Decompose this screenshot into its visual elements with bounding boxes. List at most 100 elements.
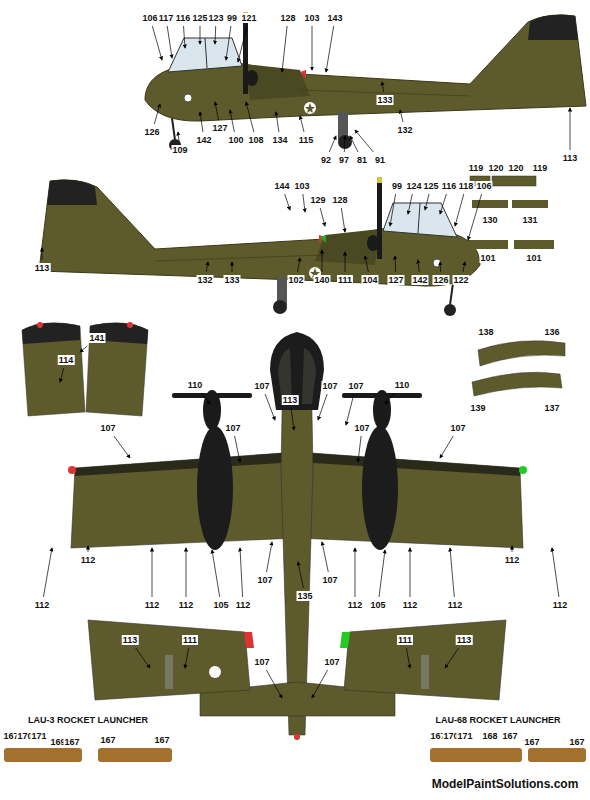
leader-line — [266, 670, 282, 698]
callout-number: 123 — [207, 13, 224, 23]
leader-line — [212, 550, 220, 597]
callout-number: 107 — [347, 381, 364, 391]
callout-number: 107 — [323, 657, 340, 667]
callout-number: 133 — [223, 275, 240, 285]
leader-line — [341, 208, 345, 232]
leader-line — [226, 26, 231, 60]
callout-number: 107 — [256, 575, 273, 585]
callout-number: 125 — [422, 181, 439, 191]
callout-number: 110 — [394, 380, 411, 390]
callout-number: 124 — [405, 181, 422, 191]
leader-line — [320, 208, 325, 226]
leader-line — [285, 194, 290, 210]
callout-number: 121 — [240, 13, 257, 23]
leader-line — [238, 26, 247, 62]
callout-number: 106 — [141, 13, 158, 23]
leader-line — [178, 132, 179, 142]
callout-number: 167 — [153, 735, 170, 745]
callout-number: 111 — [182, 635, 198, 645]
callout-number: 103 — [303, 13, 320, 23]
callout-number: 101 — [479, 253, 496, 263]
callout-number: 112 — [552, 600, 569, 610]
leader-line — [246, 102, 254, 132]
leader-line — [42, 248, 43, 260]
leader-line — [80, 346, 87, 352]
leader-line — [440, 436, 453, 458]
callout-number: 107 — [449, 423, 466, 433]
leader-line — [154, 104, 160, 124]
leader-line — [184, 26, 186, 48]
callout-number: 130 — [481, 215, 498, 225]
leader-line — [267, 542, 273, 572]
callout-number: 112 — [80, 555, 97, 565]
leader-line — [265, 394, 275, 420]
leader-line — [346, 394, 354, 425]
callout-number: 141 — [88, 333, 105, 343]
leader-line — [468, 194, 482, 240]
callout-number: 129 — [309, 195, 326, 205]
leader-line — [455, 194, 464, 226]
callout-number: 168 — [481, 731, 498, 741]
callout-number: 112 — [347, 600, 364, 610]
callout-number: 112 — [447, 600, 464, 610]
callout-number: 134 — [271, 135, 288, 145]
leader-line — [232, 262, 233, 272]
leader-line — [355, 130, 373, 152]
leader-line — [400, 110, 403, 122]
leader-line — [408, 194, 412, 214]
leader-line — [326, 26, 334, 72]
callout-number: 117 — [158, 13, 175, 23]
leader-line — [570, 108, 571, 150]
watermark: ModelPaintSolutions.com — [431, 779, 580, 789]
leader-line — [114, 436, 130, 458]
leader-line — [206, 262, 208, 272]
callout-number: 112 — [34, 600, 51, 610]
callout-number: 132 — [196, 275, 213, 285]
leader-line — [200, 26, 201, 44]
callout-number: 100 — [227, 135, 244, 145]
callout-number: 112 — [504, 555, 521, 565]
leader-line — [355, 548, 356, 597]
callout-number: 107 — [353, 423, 370, 433]
callout-number: 110 — [187, 380, 204, 390]
leader-line — [445, 648, 459, 668]
callout-number: 116 — [175, 13, 192, 23]
leader-line — [312, 670, 328, 698]
leader-line — [167, 26, 172, 58]
callout-number: 127 — [211, 123, 228, 133]
callout-number: 112 — [144, 600, 161, 610]
callout-number: 107 — [321, 575, 338, 585]
callout-number: 113 — [282, 395, 299, 405]
callout-number: 128 — [279, 13, 296, 23]
callout-number: 105 — [369, 600, 386, 610]
leader-line — [410, 548, 411, 597]
leader-line — [440, 194, 446, 214]
callout-number: 109 — [171, 145, 188, 155]
callout-number: 125 — [191, 13, 208, 23]
callout-number: 113 — [34, 263, 51, 273]
callout-number: 115 — [298, 135, 315, 145]
leader-line — [215, 102, 219, 120]
callout-number: 101 — [525, 253, 542, 263]
leader-line — [240, 548, 243, 597]
callout-number: 167 — [63, 737, 80, 747]
leader-line — [215, 26, 217, 44]
leader-line — [298, 258, 301, 272]
callout-number: 167 — [99, 735, 116, 745]
leader-line — [345, 252, 346, 272]
callout-number: 127 — [387, 275, 404, 285]
callout-number: 102 — [287, 275, 304, 285]
callout-number: 120 — [507, 163, 524, 173]
callout-number: 143 — [326, 13, 343, 23]
leader-line — [312, 26, 313, 70]
leader-line — [136, 648, 150, 668]
leader-line — [235, 436, 240, 462]
callout-number: 167 — [568, 737, 585, 747]
leader-line — [185, 648, 189, 668]
callout-number: 137 — [543, 403, 560, 413]
callout-number: 126 — [143, 127, 160, 137]
leader-line — [201, 393, 210, 404]
callout-number: 119 — [468, 163, 485, 173]
leader-line — [512, 546, 513, 552]
leader-line — [390, 194, 396, 226]
